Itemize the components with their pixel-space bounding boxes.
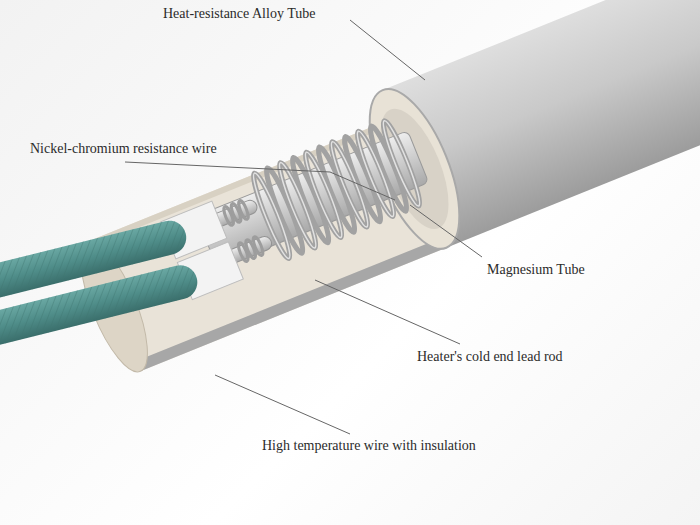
- leader-line: [215, 375, 350, 434]
- cable-weave: [0, 262, 201, 414]
- part-label: Magnesium Tube: [487, 262, 585, 278]
- cables: [0, 217, 201, 413]
- leader-line: [315, 280, 460, 344]
- part-label: High temperature wire with insulation: [262, 438, 476, 454]
- coil-highlight: [249, 118, 424, 260]
- leader-lines: [125, 20, 482, 434]
- leader-line: [125, 162, 395, 200]
- part-label: Heat-resistance Alloy Tube: [163, 6, 315, 22]
- part-label: Nickel-chromium resistance wire: [30, 141, 217, 157]
- cable: [0, 262, 201, 414]
- part-label: Heater's cold end lead rod: [417, 349, 563, 365]
- resistance-coil: [249, 118, 424, 260]
- leader-line: [410, 205, 482, 257]
- leader-line: [350, 20, 425, 80]
